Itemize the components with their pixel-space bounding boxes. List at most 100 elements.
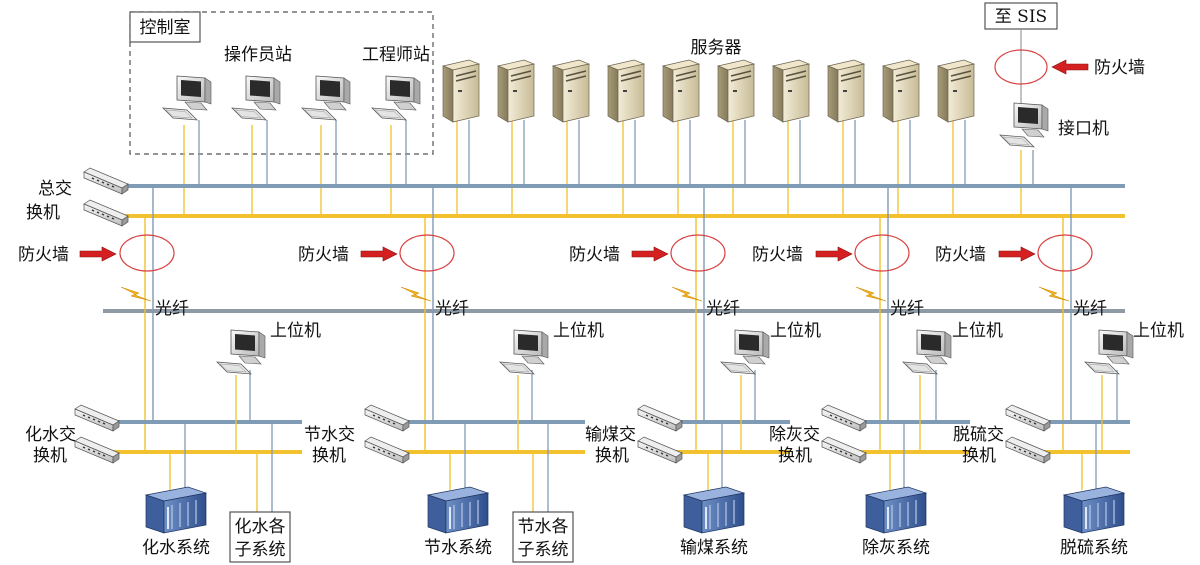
host-pc-4 — [902, 329, 952, 375]
desulfurization-cabinet — [1063, 486, 1125, 534]
firewall-1: 防火墙 — [18, 234, 175, 272]
operator-station-pc-2 — [231, 75, 281, 121]
host-label-5: 上位机 — [1133, 321, 1184, 341]
host-label-2: 上位机 — [553, 321, 604, 341]
water-saving-subsystems-label-2: 子系统 — [518, 540, 569, 560]
host-pc-2 — [499, 329, 549, 375]
server-5 — [662, 59, 700, 123]
subsystem-coal-handling: 上位机 输煤交 换机 输煤系统 — [585, 321, 821, 558]
water-saving-subsystems-box — [512, 511, 574, 563]
subsystem-water-saving: 上位机 节水交 换机 节水系统 节水各 子系统 — [304, 321, 604, 563]
server-7 — [772, 59, 810, 123]
firewall-5: 防火墙 — [935, 234, 1093, 272]
water-saving-switch-label-1: 节水交 — [304, 425, 355, 445]
sis-box — [984, 2, 1058, 30]
server-1 — [442, 59, 480, 123]
operator-station-pc-3 — [301, 75, 351, 121]
control-room-label: 控制室 — [140, 18, 191, 38]
ash-removal-switch-label-1: 除灰交 — [769, 425, 820, 445]
chemical-water-subsystems-box — [229, 511, 291, 563]
engineer-station-label: 工程师站 — [362, 45, 430, 65]
coal-handling-switch-label-2: 换机 — [595, 446, 629, 466]
desulfurization-switch-label-2: 换机 — [962, 446, 996, 466]
server-8 — [827, 59, 865, 123]
engineer-station-pc — [371, 75, 421, 121]
firewall-label-1: 防火墙 — [18, 245, 69, 265]
sis-firewall-arrow — [1051, 59, 1089, 75]
host-pc-1 — [216, 329, 266, 375]
firewall-arrow-4 — [815, 246, 853, 262]
ash-removal-system-label: 除灰系统 — [862, 538, 930, 558]
host-pc-5 — [1084, 329, 1134, 375]
server-10 — [937, 59, 975, 123]
chemical-water-subsystems-label-2: 子系统 — [235, 540, 286, 560]
main-switch-a — [83, 167, 129, 195]
water-saving-cabinet — [427, 486, 489, 534]
coal-handling-switch-label-1: 输煤交 — [585, 425, 636, 445]
firewall-arrow-2 — [360, 246, 398, 262]
chemical-water-switch-b — [74, 436, 120, 464]
interface-machine-pc — [999, 102, 1049, 148]
ash-removal-switch-b — [821, 436, 867, 464]
firewall-4: 防火墙 — [752, 234, 910, 272]
sis-firewall-ring — [994, 49, 1048, 85]
firewall-arrow-3 — [631, 246, 669, 262]
fiber-label-5: 光纤 — [1073, 299, 1107, 319]
water-saving-switch-a — [364, 404, 410, 432]
fiber-bolt-4 — [855, 286, 887, 302]
desulfurization-switch-a — [1005, 404, 1051, 432]
water-saving-switch-label-2: 换机 — [312, 446, 346, 466]
sis-label: 至 SIS — [995, 7, 1047, 27]
server-3 — [552, 59, 590, 123]
water-saving-subsystems-label-1: 节水各 — [518, 517, 569, 537]
server-4 — [607, 59, 645, 123]
server-links — [456, 120, 966, 216]
coal-handling-system-label: 输煤系统 — [680, 538, 748, 558]
control-room-links — [183, 120, 407, 216]
water-saving-system-label: 节水系统 — [424, 538, 492, 558]
sis-firewall-label: 防火墙 — [1094, 58, 1145, 78]
fiber-bolt-2 — [400, 286, 432, 302]
chemical-water-cabinet — [145, 486, 207, 534]
desulfurization-system-label: 脱硫系统 — [1060, 538, 1128, 558]
coal-handling-switch-b — [637, 436, 683, 464]
control-room-box — [129, 11, 434, 155]
coal-handling-cabinet — [683, 486, 745, 534]
main-switch-b — [83, 199, 129, 227]
chemical-water-subsystems-label-1: 化水各 — [235, 517, 286, 537]
desulfurization-switch-b — [1005, 436, 1051, 464]
operator-station-pc-1 — [162, 75, 212, 121]
subsystem-desulfurization: 上位机 脱硫交 换机 脱硫系统 — [953, 321, 1184, 558]
host-pc-3 — [720, 329, 770, 375]
trunk-lines — [144, 186, 1072, 452]
servers-label: 服务器 — [691, 38, 742, 58]
main-switch-label-1: 总交 — [38, 179, 72, 199]
ash-removal-switch-label-2: 换机 — [778, 446, 812, 466]
chemical-water-system-label: 化水系统 — [142, 538, 210, 558]
host-label-1: 上位机 — [270, 321, 321, 341]
host-label-4: 上位机 — [952, 321, 1003, 341]
subsystem-ash-removal: 上位机 除灰交 换机 除灰系统 — [769, 321, 1003, 558]
firewall-3: 防火墙 — [569, 234, 726, 272]
host-label-3: 上位机 — [770, 321, 821, 341]
fiber-label-1: 光纤 — [155, 299, 189, 319]
main-switch-label-2: 换机 — [26, 203, 60, 223]
water-saving-switch-b — [364, 436, 410, 464]
fiber-label-3: 光纤 — [706, 299, 740, 319]
chemical-water-switch-a — [74, 404, 120, 432]
server-9 — [882, 59, 920, 123]
firewall-label-5: 防火墙 — [935, 245, 986, 265]
fiber-label-2: 光纤 — [435, 299, 469, 319]
interface-machine-label: 接口机 — [1058, 119, 1109, 139]
coal-handling-switch-a — [637, 404, 683, 432]
firewall-arrow-5 — [998, 246, 1036, 262]
firewall-label-4: 防火墙 — [752, 245, 803, 265]
chemical-water-switch-label-1: 化水交 — [25, 425, 76, 445]
firewall-arrow-1 — [79, 246, 117, 262]
server-2 — [497, 59, 535, 123]
fiber-bolt-1 — [120, 286, 152, 302]
ash-removal-cabinet — [865, 486, 927, 534]
desulfurization-switch-label-1: 脱硫交 — [953, 425, 1004, 445]
firewall-label-2: 防火墙 — [298, 245, 349, 265]
